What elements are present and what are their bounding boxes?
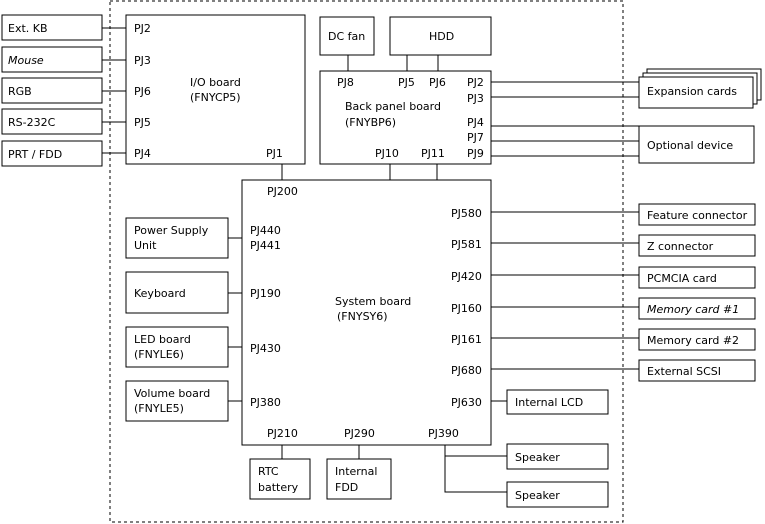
unit-enclosure	[109, 0, 624, 523]
bp-pj8-label: PJ8	[337, 76, 354, 89]
volume-board: Volume board (FNYLE5)	[125, 380, 229, 422]
io-pj1-label: PJ1	[266, 147, 283, 160]
bp-pj5-label: PJ5	[398, 76, 415, 89]
sb-pj290-label: PJ290	[344, 427, 375, 440]
rs232c-device: RS-232C	[1, 108, 103, 135]
bp-pj9-label: PJ9	[467, 147, 484, 160]
internal-fdd-device: Internal FDD	[326, 458, 392, 500]
prt-fdd-device: PRT / FDD	[1, 140, 103, 167]
led-board: LED board (FNYLE6)	[125, 326, 229, 368]
feature-connector-label: Feature connector	[647, 209, 748, 222]
dc-fan-label: DC fan	[328, 30, 365, 43]
sb-pj380-label: PJ380	[250, 396, 281, 409]
volume-board-label: Volume board	[134, 387, 210, 400]
io-pj3-label: PJ3	[134, 54, 151, 67]
z-connector-label: Z connector	[647, 240, 714, 253]
speaker-1-line	[444, 445, 507, 457]
speaker-1-device: Speaker	[506, 443, 609, 470]
sb-pj680-label: PJ680	[451, 364, 482, 377]
pcmcia-card-label: PCMCIA card	[647, 272, 717, 285]
power-supply-label-2: Unit	[134, 239, 157, 252]
dc-fan-device: DC fan	[319, 16, 375, 56]
rtc-battery-label-1: RTC	[258, 465, 279, 478]
io-board: PJ2 PJ3 PJ6 PJ5 PJ4 I/O board (FNYCP5) P…	[125, 14, 306, 165]
system-board-code: (FNYSY6)	[337, 310, 388, 323]
sb-pj390-label: PJ390	[428, 427, 459, 440]
rs232c-label: RS-232C	[8, 116, 56, 129]
power-supply-label-1: Power Supply	[134, 224, 209, 237]
io-board-name: I/O board	[190, 76, 241, 89]
prt-fdd-label: PRT / FDD	[8, 148, 62, 161]
ext-kb-label: Ext. KB	[8, 22, 48, 35]
hdd-device: HDD	[389, 16, 492, 56]
mouse-label: Mouse	[8, 54, 44, 67]
internal-fdd-label-1: Internal	[335, 465, 377, 478]
bp-pj7-label: PJ7	[467, 131, 484, 144]
bp-pj3-label: PJ3	[467, 92, 484, 105]
sb-pj441-label: PJ441	[250, 239, 281, 252]
sb-pj200-label: PJ200	[267, 185, 298, 198]
led-board-label: LED board	[134, 333, 191, 346]
speaker-1-label: Speaker	[515, 451, 560, 464]
pcmcia-card-device: PCMCIA card	[638, 266, 756, 289]
led-board-code: (FNYLE6)	[134, 348, 184, 361]
back-panel-board: PJ8 PJ5 PJ6 Back panel board (FNYBP6) PJ…	[319, 70, 492, 165]
sb-pj630-label: PJ630	[451, 396, 482, 409]
io-pj4-label: PJ4	[134, 147, 151, 160]
external-scsi-label: External SCSI	[647, 365, 721, 378]
sb-pj420-label: PJ420	[451, 270, 482, 283]
sb-pj210-label: PJ210	[267, 427, 298, 440]
memory-card-1-label: Memory card #1	[647, 303, 739, 316]
rgb-device: RGB	[1, 77, 103, 104]
sb-pj161-label: PJ161	[451, 333, 482, 346]
power-supply-unit: Power Supply Unit	[125, 217, 229, 259]
expansion-cards-device: Expansion cards	[638, 68, 762, 109]
mouse-device: Mouse	[1, 46, 103, 73]
sb-pj580-label: PJ580	[451, 207, 482, 220]
memory-card-2-label: Memory card #2	[647, 334, 739, 347]
ext-kb-device: Ext. KB	[1, 14, 103, 41]
io-pj2-label: PJ2	[134, 22, 151, 35]
keyboard-label: Keyboard	[134, 287, 186, 300]
sb-pj190-label: PJ190	[250, 287, 281, 300]
bp-pj11-label: PJ11	[421, 147, 445, 160]
rgb-label: RGB	[8, 85, 32, 98]
sb-pj581-label: PJ581	[451, 238, 482, 251]
hdd-label: HDD	[429, 30, 454, 43]
bp-pj2-label: PJ2	[467, 76, 484, 89]
bp-pj4-label: PJ4	[467, 116, 484, 129]
speaker-2-label: Speaker	[515, 489, 560, 502]
expansion-cards-label: Expansion cards	[647, 85, 737, 98]
io-board-code: (FNYCP5)	[190, 91, 241, 104]
system-board-name: System board	[335, 295, 411, 308]
optional-device: Optional device	[638, 125, 755, 164]
system-board: PJ200 PJ440 PJ441 PJ190 PJ430 PJ380 Syst…	[241, 179, 492, 446]
volume-board-code: (FNYLE5)	[134, 402, 184, 415]
optional-device-label: Optional device	[647, 139, 733, 152]
memory-card-2-device: Memory card #2	[638, 328, 756, 351]
back-panel-code: (FNYBP6)	[345, 116, 396, 129]
bp-pj6-label: PJ6	[429, 76, 446, 89]
z-connector-device: Z connector	[638, 234, 756, 257]
bp-pj10-label: PJ10	[375, 147, 399, 160]
rtc-battery-label-2: battery	[258, 481, 299, 494]
feature-connector-device: Feature connector	[638, 203, 756, 226]
io-pj6-label: PJ6	[134, 85, 151, 98]
sb-pj160-label: PJ160	[451, 302, 482, 315]
keyboard-unit: Keyboard	[125, 271, 229, 314]
rtc-battery-device: RTC battery	[249, 458, 311, 500]
sb-pj440-label: PJ440	[250, 224, 281, 237]
memory-card-1-device: Memory card #1	[638, 297, 756, 320]
internal-lcd-label: Internal LCD	[515, 396, 583, 409]
external-scsi-device: External SCSI	[638, 359, 756, 382]
internal-lcd-device: Internal LCD	[506, 389, 609, 415]
speaker-2-device: Speaker	[506, 481, 609, 508]
speaker-2-line	[444, 456, 507, 493]
back-panel-name: Back panel board	[345, 100, 441, 113]
internal-fdd-label-2: FDD	[335, 481, 358, 494]
io-pj5-label: PJ5	[134, 116, 151, 129]
sb-pj430-label: PJ430	[250, 342, 281, 355]
